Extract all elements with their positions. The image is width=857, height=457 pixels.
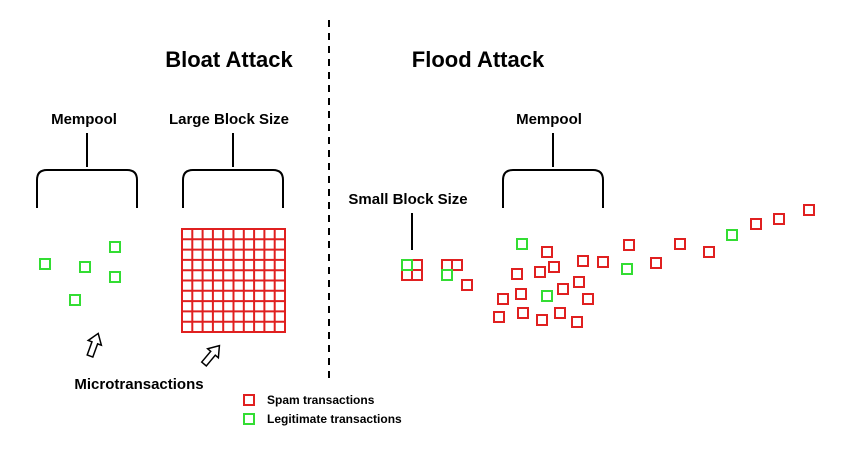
spam-transaction xyxy=(703,246,715,258)
spam-transaction xyxy=(773,213,785,225)
spam-transaction xyxy=(557,283,569,295)
flood-mempool-brace xyxy=(502,133,604,208)
spam-transaction xyxy=(536,314,548,326)
spam-transaction xyxy=(541,246,553,258)
legend-spam-label: Spam transactions xyxy=(267,393,375,407)
spam-transaction xyxy=(461,279,473,291)
legitimate-transaction xyxy=(401,259,413,271)
spam-transaction xyxy=(650,257,662,269)
spam-transaction xyxy=(571,316,583,328)
bloat-mempool-label: Mempool xyxy=(51,111,117,128)
legitimate-transaction xyxy=(541,290,553,302)
small-block-label: Small Block Size xyxy=(348,191,467,208)
legend-spam-swatch xyxy=(243,394,255,406)
bloat-mempool-brace xyxy=(36,133,138,208)
large-block-label: Large Block Size xyxy=(169,111,289,128)
legitimate-transaction xyxy=(79,261,91,273)
legend-legit-swatch xyxy=(243,413,255,425)
legitimate-transaction xyxy=(109,271,121,283)
spam-transaction xyxy=(554,307,566,319)
spam-transaction xyxy=(623,239,635,251)
legend: Spam transactions Legitimate transaction… xyxy=(243,393,402,426)
spam-transaction xyxy=(803,204,815,216)
large-block-grid xyxy=(181,228,286,333)
legitimate-transaction xyxy=(621,263,633,275)
spam-transaction xyxy=(493,311,505,323)
transactions-layer xyxy=(39,204,815,328)
spam-transaction xyxy=(441,259,453,271)
spam-transaction xyxy=(548,261,560,273)
legitimate-transaction xyxy=(726,229,738,241)
legitimate-transaction xyxy=(516,238,528,250)
spam-transaction xyxy=(582,293,594,305)
legitimate-transaction xyxy=(39,258,51,270)
spam-transaction xyxy=(497,293,509,305)
spam-transaction xyxy=(515,288,527,300)
flood-attack-title: Flood Attack xyxy=(412,47,545,72)
legitimate-transaction xyxy=(69,294,81,306)
spam-transaction xyxy=(451,259,463,271)
bloat-attack-title: Bloat Attack xyxy=(165,47,293,72)
legitimate-transaction xyxy=(441,269,453,281)
spam-transaction xyxy=(573,276,585,288)
large-block-brace xyxy=(182,133,284,208)
spam-transaction xyxy=(577,255,589,267)
legitimate-transaction xyxy=(109,241,121,253)
spam-transaction xyxy=(517,307,529,319)
flood-mempool-label: Mempool xyxy=(516,111,582,128)
spam-transaction xyxy=(674,238,686,250)
spam-transaction xyxy=(511,268,523,280)
microtransactions-label: Microtransactions xyxy=(74,376,203,393)
spam-transaction xyxy=(597,256,609,268)
spam-transaction xyxy=(534,266,546,278)
legend-legit-label: Legitimate transactions xyxy=(267,412,402,426)
hollow-up-arrow-icon xyxy=(200,344,221,367)
hollow-up-arrow-icon xyxy=(86,332,103,358)
spam-transaction xyxy=(750,218,762,230)
